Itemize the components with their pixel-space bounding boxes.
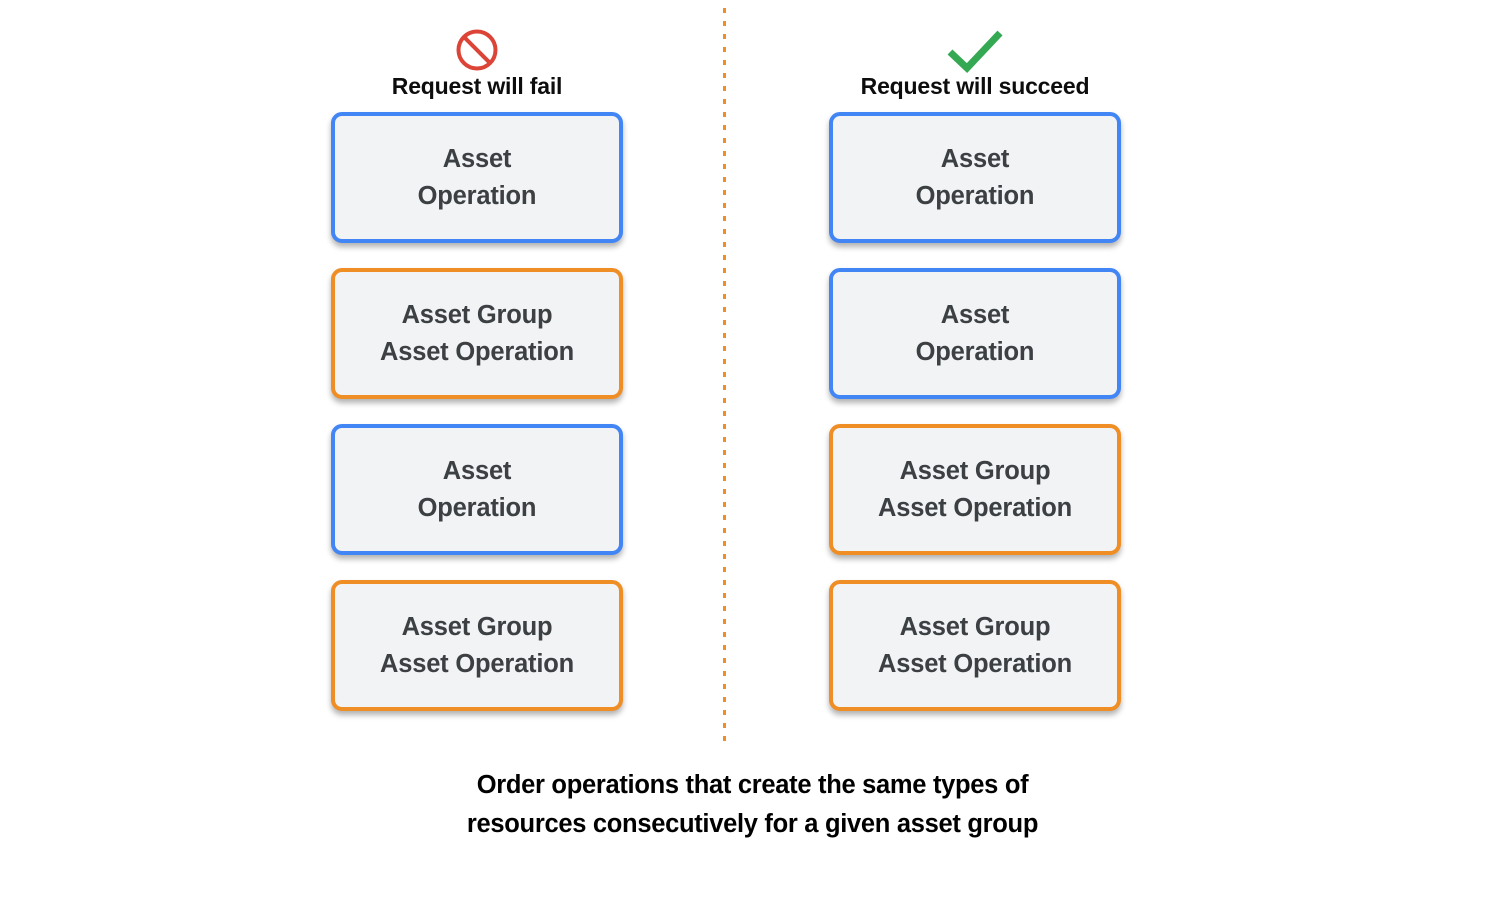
operation-box[interactable]: Asset Operation xyxy=(331,424,623,555)
column-succeed: Request will succeed Asset Operation Ass… xyxy=(829,14,1121,711)
operation-box[interactable]: Asset Operation xyxy=(829,268,1121,399)
operation-box-label: Asset Operation xyxy=(417,457,537,522)
column-succeed-header: Request will succeed xyxy=(829,14,1121,98)
column-divider xyxy=(723,8,726,741)
column-fail-title: Request will fail xyxy=(391,73,563,99)
operation-box-label: Asset Group Asset Operation xyxy=(878,613,1072,678)
operation-box-label: Asset Group Asset Operation xyxy=(380,301,574,366)
operation-box[interactable]: Asset Group Asset Operation xyxy=(829,424,1121,555)
column-succeed-box-stack: Asset Operation Asset Operation Asset Gr… xyxy=(829,112,1121,711)
operation-box-label: Asset Operation xyxy=(915,301,1035,366)
prohibition-icon xyxy=(454,27,500,73)
operation-box[interactable]: Asset Operation xyxy=(331,112,623,243)
comparison-columns: Request will fail Asset Operation Asset … xyxy=(331,14,1121,711)
checkmark-icon xyxy=(944,27,1006,73)
operation-box[interactable]: Asset Operation xyxy=(829,112,1121,243)
operation-box-label: Asset Group Asset Operation xyxy=(380,613,574,678)
operation-box-label: Asset Operation xyxy=(915,145,1035,210)
column-succeed-title: Request will succeed xyxy=(860,73,1090,99)
column-fail-header: Request will fail xyxy=(331,14,623,98)
operation-box[interactable]: Asset Group Asset Operation xyxy=(331,268,623,399)
operation-box[interactable]: Asset Group Asset Operation xyxy=(331,580,623,711)
column-fail: Request will fail Asset Operation Asset … xyxy=(331,14,623,711)
operation-box-label: Asset Operation xyxy=(417,145,537,210)
column-fail-box-stack: Asset Operation Asset Group Asset Operat… xyxy=(331,112,623,711)
operation-box-label: Asset Group Asset Operation xyxy=(878,457,1072,522)
operation-box[interactable]: Asset Group Asset Operation xyxy=(829,580,1121,711)
diagram-caption: Order operations that create the same ty… xyxy=(466,771,1039,838)
